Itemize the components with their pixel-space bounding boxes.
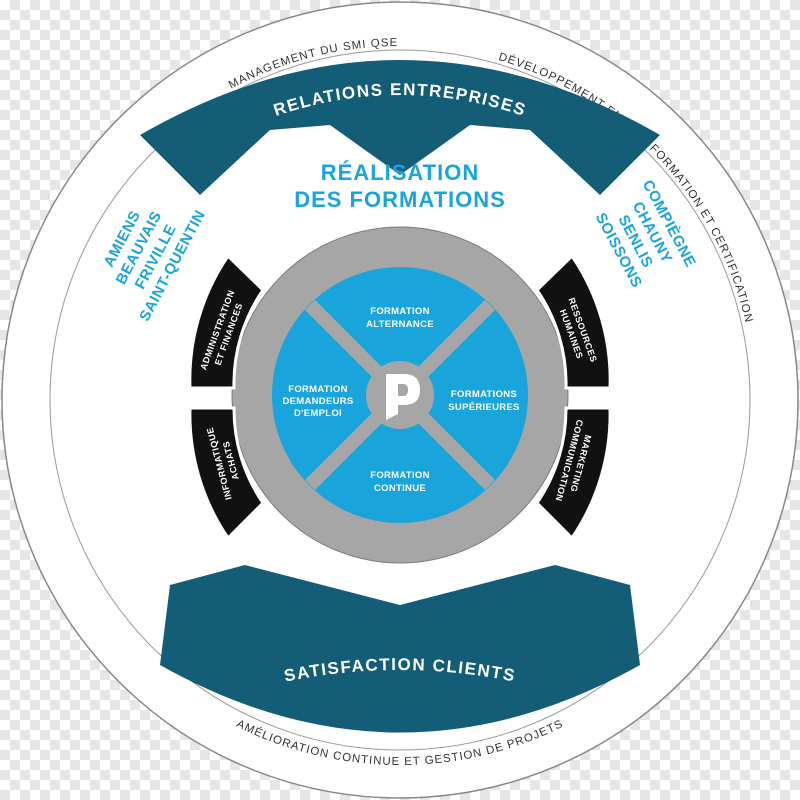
quad-top-line-1: FORMATION xyxy=(370,306,430,317)
quad-left-line-2: DEMANDEURS xyxy=(282,396,353,407)
quad-right-line-1: FORMATIONS xyxy=(451,389,517,400)
quad-left-line-3: D'EMPLOI xyxy=(294,408,342,419)
title-line-1: RÉALISATION xyxy=(321,160,479,185)
quad-right-line-2: SUPÉRIEURES xyxy=(448,402,519,413)
quad-left-line-1: FORMATION xyxy=(288,384,348,395)
band-satisfaction-clients xyxy=(160,565,640,733)
title-line-2: DES FORMATIONS xyxy=(294,187,506,212)
segment-informatique-achats xyxy=(188,406,265,541)
quad-bottom-line-2: CONTINUE xyxy=(374,483,426,494)
segment-administration-finances xyxy=(188,253,265,390)
quad-bottom-line-1: FORMATION xyxy=(370,470,430,481)
segment-ressources-humaines xyxy=(535,253,612,390)
segment-marketing-communication xyxy=(535,406,612,541)
center-hub xyxy=(366,361,434,429)
p-logo-icon xyxy=(386,374,420,420)
quad-top-line-2: ALTERNANCE xyxy=(366,319,434,330)
inner-ring-line xyxy=(49,49,751,751)
band-relations-entreprises xyxy=(140,60,660,195)
